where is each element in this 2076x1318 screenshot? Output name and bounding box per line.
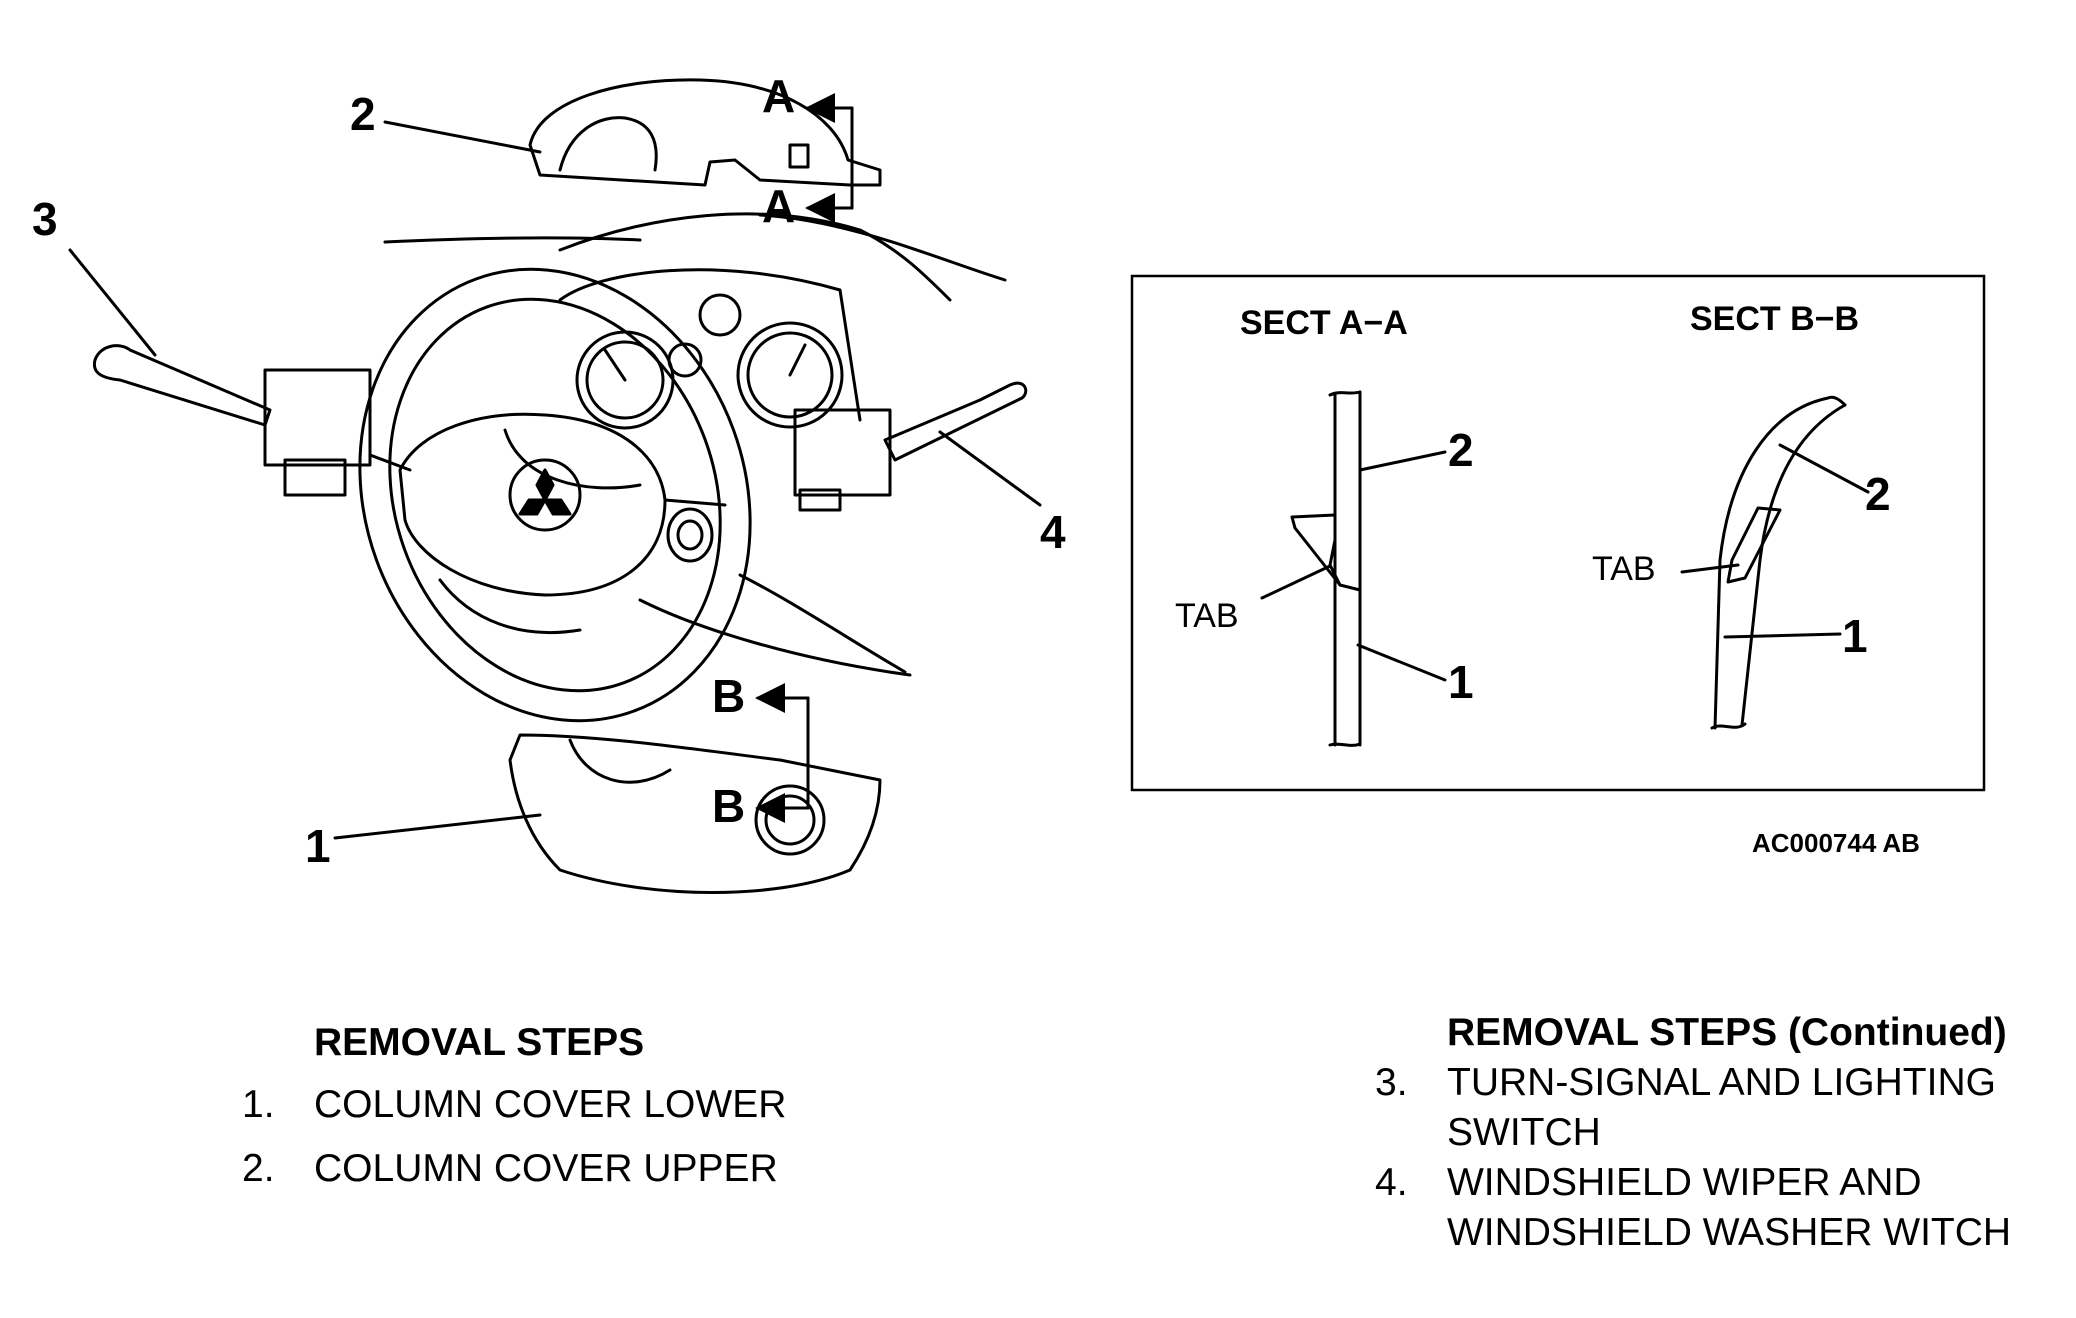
removal-steps-right: REMOVAL STEPS (Continued) 3. TURN-SIGNAL… bbox=[1375, 1008, 2065, 1258]
removal-steps-left: REMOVAL STEPS 1. COLUMN COVER LOWER 2. C… bbox=[242, 1018, 862, 1194]
step-item: 2. COLUMN COVER UPPER bbox=[242, 1144, 862, 1194]
step-number: 1. bbox=[242, 1083, 275, 1126]
step-number: 4. bbox=[1375, 1161, 1408, 1204]
step-number: 2. bbox=[242, 1147, 275, 1190]
callout-1: 1 bbox=[305, 820, 331, 872]
step-number: 3. bbox=[1375, 1061, 1408, 1104]
column-cover-upper bbox=[528, 78, 882, 187]
removal-steps-continued-heading: REMOVAL STEPS (Continued) bbox=[1447, 1011, 2007, 1054]
callout-leaders bbox=[68, 120, 1042, 840]
sect-b-profile bbox=[1680, 395, 1870, 730]
step-item: 4. WINDSHIELD WIPER AND WINDSHIELD WASHE… bbox=[1375, 1158, 2065, 1258]
sect-a-callout-2: 2 bbox=[1448, 424, 1474, 476]
sect-b-callout-2: 2 bbox=[1865, 468, 1891, 520]
section-a-arrows bbox=[805, 93, 854, 223]
section-b-bottom-label: B bbox=[712, 780, 745, 832]
sect-b-title: SECT B−B bbox=[1690, 300, 1859, 338]
sect-b-callout-1: 1 bbox=[1842, 610, 1868, 662]
step-item: 1. COLUMN COVER LOWER bbox=[242, 1080, 862, 1130]
section-b-top-label: B bbox=[712, 670, 745, 722]
step-text: TURN-SIGNAL AND LIGHTING SWITCH bbox=[1447, 1061, 1996, 1154]
step-text: WINDSHIELD WIPER AND WINDSHIELD WASHER W… bbox=[1447, 1161, 2012, 1254]
sect-b-tab-label: TAB bbox=[1592, 550, 1656, 588]
callout-3: 3 bbox=[32, 193, 58, 245]
sect-a-tab-label: TAB bbox=[1175, 597, 1239, 635]
dashboard-outline bbox=[383, 212, 1007, 677]
section-a-top-label: A bbox=[762, 70, 795, 122]
turn-signal-switch bbox=[92, 344, 372, 497]
instrument-cluster bbox=[558, 268, 862, 430]
callout-2: 2 bbox=[350, 88, 376, 140]
section-b-arrows bbox=[755, 683, 810, 823]
section-a-bottom-label: A bbox=[762, 180, 795, 232]
sect-a-title: SECT A−A bbox=[1240, 304, 1408, 342]
column-cover-lower bbox=[508, 733, 882, 894]
step-text: COLUMN COVER UPPER bbox=[314, 1147, 778, 1190]
step-item: 3. TURN-SIGNAL AND LIGHTING SWITCH bbox=[1375, 1058, 2065, 1158]
steering-wheel bbox=[358, 267, 752, 723]
sect-a-profile bbox=[1260, 390, 1447, 747]
removal-steps-heading: REMOVAL STEPS bbox=[314, 1021, 645, 1064]
mitsubishi-logo bbox=[508, 458, 582, 532]
wiper-switch bbox=[793, 381, 1028, 512]
step-text: COLUMN COVER LOWER bbox=[314, 1083, 787, 1126]
sect-a-callout-1: 1 bbox=[1448, 656, 1474, 708]
section-inset: SECT A−A SECT B−B bbox=[1130, 274, 1986, 792]
callout-4: 4 bbox=[1040, 506, 1066, 558]
